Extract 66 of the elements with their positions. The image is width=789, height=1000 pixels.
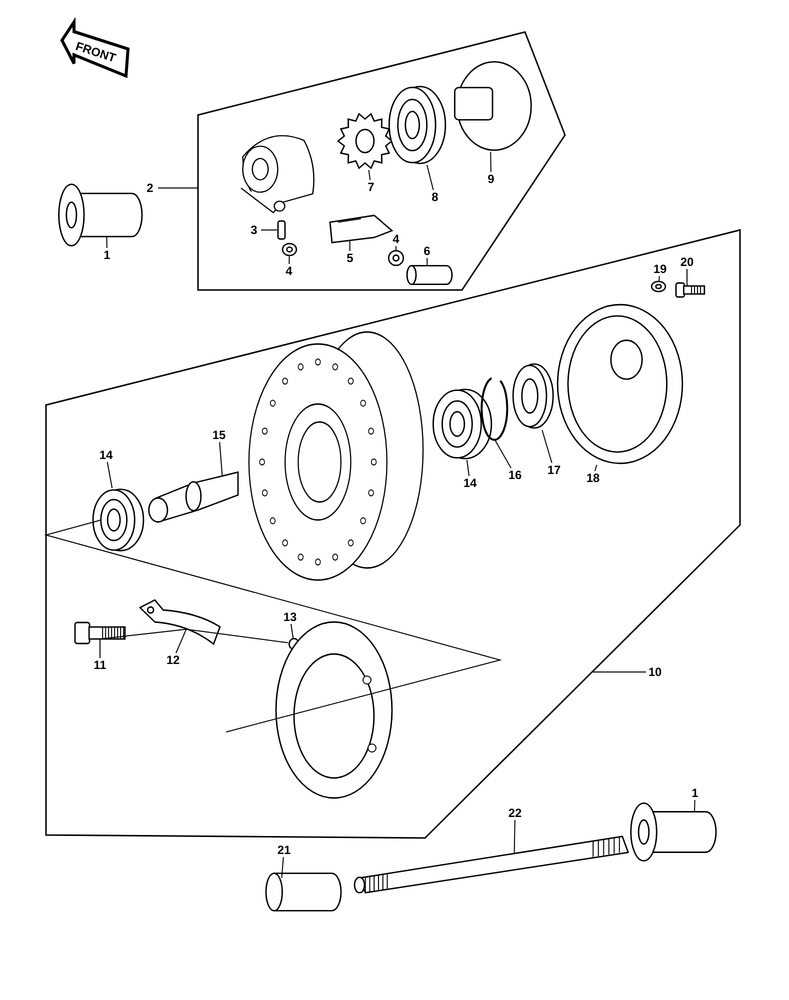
bearing-drawing: [432, 388, 492, 460]
callout-number: 15: [210, 428, 228, 442]
assembly-frame: [198, 30, 567, 292]
callout-number: 4: [389, 232, 403, 246]
leader-line: [694, 800, 696, 813]
leader-line: [514, 820, 516, 854]
callout-number: 9: [484, 172, 498, 186]
callout-number: 14: [461, 476, 479, 490]
leader-line: [426, 258, 428, 266]
assembly-line: [186, 628, 288, 644]
callout-number: 1: [688, 786, 702, 800]
seal-drawing: [510, 362, 554, 430]
leader-line: [288, 256, 290, 264]
bushing-drawing: [58, 183, 142, 247]
direction-sign: [60, 20, 130, 78]
panel-drawing: [555, 303, 685, 465]
leader-line: [658, 276, 660, 282]
gear-drawing: [337, 112, 393, 170]
callout-number: 8: [428, 190, 442, 204]
callout-number: 6: [420, 244, 434, 258]
callout-number: 22: [506, 806, 524, 820]
callout-number: 12: [164, 653, 182, 667]
leader-line: [494, 438, 512, 468]
bracket-drawing: [138, 598, 222, 646]
leader-line: [542, 430, 552, 464]
bolt-drawing: [675, 280, 705, 300]
leader-line: [106, 236, 108, 248]
washer-drawing: [388, 250, 404, 266]
callout-number: 1: [100, 248, 114, 262]
leader-line: [368, 170, 371, 180]
callout-number: 13: [281, 610, 299, 624]
leader-line: [219, 442, 223, 477]
washer-drawing: [651, 281, 666, 292]
callout-number: 2: [142, 181, 158, 195]
fitting-drawing: [406, 262, 452, 288]
leader-line: [594, 464, 598, 472]
leader-line: [426, 164, 434, 190]
callout-number: 19: [652, 262, 668, 276]
bearing-drawing: [92, 488, 144, 552]
bushing-drawing: [630, 802, 716, 862]
callout-number: 17: [545, 463, 563, 477]
leader-line: [106, 462, 113, 488]
callout-number: 18: [584, 471, 602, 485]
callout-number: 4: [282, 264, 296, 278]
callout-number: 21: [275, 843, 293, 857]
callout-number: 5: [343, 251, 357, 265]
assembly-line: [100, 628, 187, 640]
sign-text: FRONT: [74, 40, 118, 66]
callout-number: 7: [364, 180, 378, 194]
leader-line: [290, 624, 294, 638]
leader-line: [490, 152, 492, 172]
leader-line: [349, 240, 350, 252]
washer-drawing: [282, 243, 297, 256]
bearing-drawing: [388, 85, 446, 165]
pin-drawing: [277, 220, 286, 240]
shaft-drawing: [328, 212, 394, 246]
callout-number: 14: [97, 448, 115, 462]
leader-line: [281, 856, 284, 878]
callout-number: 20: [679, 255, 695, 269]
callout-number: 16: [506, 468, 524, 482]
callout-number: 10: [646, 665, 664, 679]
leader-line: [466, 460, 470, 476]
leader-line: [176, 628, 187, 654]
callout-number: 11: [91, 658, 109, 672]
leader-line: [686, 268, 688, 286]
callout-number: 3: [247, 223, 261, 237]
